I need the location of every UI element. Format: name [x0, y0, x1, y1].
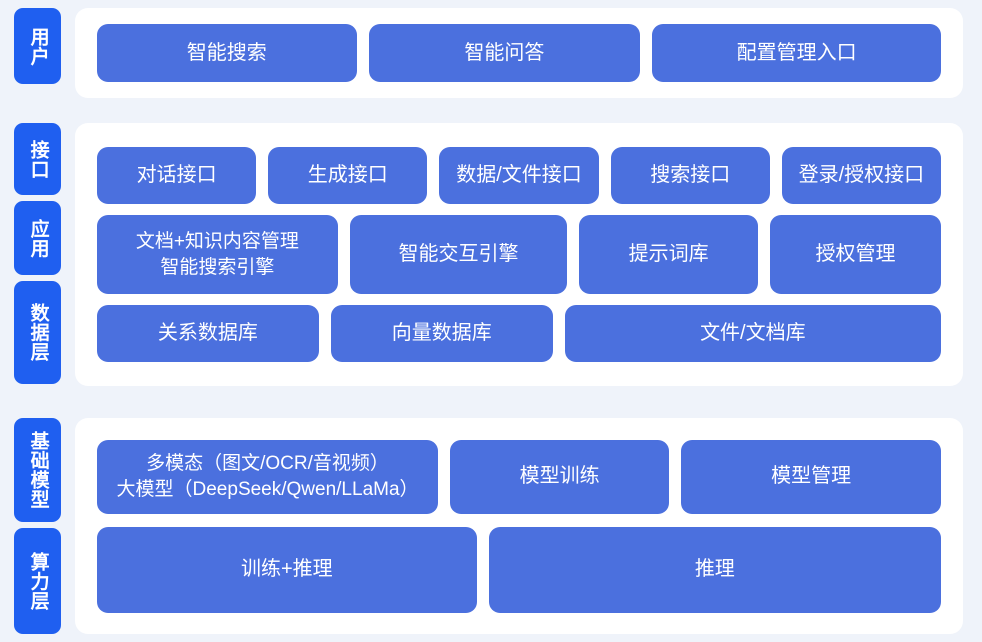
box-dialog-interface[interactable]: 对话接口: [97, 147, 257, 204]
card-infrastructure: 多模态（图文/OCR/音视频） 大模型（DeepSeek/Qwen/LLaMa）…: [75, 418, 963, 634]
layer-tab-interface[interactable]: 接口: [14, 123, 61, 195]
tab-column-platform: 接口 应用 数据层: [14, 123, 61, 386]
box-relational-database[interactable]: 关系数据库: [97, 305, 319, 362]
box-authorization-management[interactable]: 授权管理: [770, 215, 941, 294]
box-multimodal-large-model[interactable]: 多模态（图文/OCR/音视频） 大模型（DeepSeek/Qwen/LLaMa）: [97, 439, 439, 514]
box-smart-interaction-engine[interactable]: 智能交互引擎: [349, 215, 568, 294]
box-data-file-interface[interactable]: 数据/文件接口: [439, 147, 599, 204]
box-model-training[interactable]: 模型训练: [450, 439, 670, 514]
layer-tab-user[interactable]: 用户: [14, 8, 61, 84]
box-model-management[interactable]: 模型管理: [681, 439, 941, 514]
section-platform: 接口 应用 数据层 对话接口 生成接口 数据/文件接口 搜索接口 登录/授权接口…: [14, 123, 963, 386]
tab-column-users: 用户: [14, 8, 61, 98]
box-smart-search[interactable]: 智能搜索: [97, 24, 357, 82]
box-login-auth-interface[interactable]: 登录/授权接口: [781, 147, 942, 204]
row-user-entries: 智能搜索 智能问答 配置管理入口: [97, 24, 941, 82]
layer-tab-data[interactable]: 数据层: [14, 281, 61, 384]
card-users: 智能搜索 智能问答 配置管理入口: [75, 8, 963, 98]
section-users: 用户 智能搜索 智能问答 配置管理入口: [14, 8, 963, 98]
box-doc-knowledge-management[interactable]: 文档+知识内容管理 智能搜索引擎: [97, 215, 338, 294]
row-interface: 对话接口 生成接口 数据/文件接口 搜索接口 登录/授权接口: [97, 147, 942, 204]
row-data: 关系数据库 向量数据库 文件/文档库: [97, 305, 941, 362]
box-vector-database[interactable]: 向量数据库: [330, 305, 553, 362]
section-infrastructure: 基础模型 算力层 多模态（图文/OCR/音视频） 大模型（DeepSeek/Qw…: [14, 418, 963, 634]
layer-tab-application[interactable]: 应用: [14, 201, 61, 275]
layer-tab-foundation-model[interactable]: 基础模型: [14, 418, 61, 522]
card-platform: 对话接口 生成接口 数据/文件接口 搜索接口 登录/授权接口 文档+知识内容管理…: [75, 123, 963, 386]
row-application: 文档+知识内容管理 智能搜索引擎 智能交互引擎 提示词库 授权管理: [97, 215, 941, 294]
box-training-plus-inference[interactable]: 训练+推理: [97, 526, 477, 613]
box-file-document-store[interactable]: 文件/文档库: [564, 305, 941, 362]
box-config-management-entry[interactable]: 配置管理入口: [652, 24, 941, 82]
layer-tab-compute[interactable]: 算力层: [14, 528, 61, 634]
row-foundation-model: 多模态（图文/OCR/音视频） 大模型（DeepSeek/Qwen/LLaMa）…: [97, 439, 941, 514]
box-inference[interactable]: 推理: [488, 526, 941, 613]
box-smart-qa[interactable]: 智能问答: [368, 24, 641, 82]
box-generation-interface[interactable]: 生成接口: [268, 147, 428, 204]
box-search-interface[interactable]: 搜索接口: [610, 147, 770, 204]
row-compute: 训练+推理 推理: [97, 526, 941, 613]
tab-column-infrastructure: 基础模型 算力层: [14, 418, 61, 634]
box-prompt-library[interactable]: 提示词库: [579, 215, 758, 294]
